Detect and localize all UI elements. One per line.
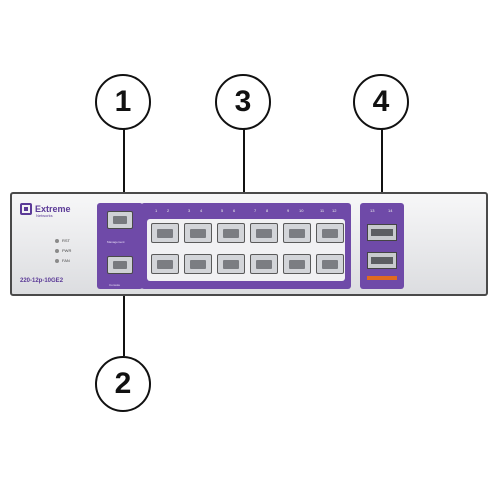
callout-4-leader	[381, 129, 383, 195]
port-number-label: 6	[233, 208, 236, 213]
port-number-label: 1	[155, 208, 158, 213]
ethernet-port-7	[250, 223, 278, 243]
ethernet-port-11	[316, 223, 344, 243]
brand-logo-icon	[20, 203, 32, 215]
management-port-label: Management	[107, 240, 125, 244]
console-port	[107, 256, 133, 274]
callout-1: 1	[95, 74, 151, 130]
sfp-13-label: 13	[370, 208, 375, 213]
callout-3: 3	[215, 74, 271, 130]
led-indicator-icon	[55, 258, 59, 263]
port-number-label: 10	[299, 208, 304, 213]
ethernet-port-block	[147, 219, 345, 281]
led-rst: RST	[55, 238, 70, 243]
port-number-label: 3	[188, 208, 191, 213]
ethernet-port-10	[283, 254, 311, 274]
ethernet-port-8	[250, 254, 278, 274]
led-label: FAN	[62, 258, 70, 263]
callout-2: 2	[95, 356, 151, 412]
callout-1-leader	[123, 129, 125, 195]
callout-4: 4	[353, 74, 409, 130]
ethernet-port-12	[316, 254, 344, 274]
port-number-label: 2	[167, 208, 170, 213]
port-number-label: 9	[287, 208, 290, 213]
led-fan: FAN	[55, 258, 70, 263]
ethernet-port-6	[217, 254, 245, 274]
port-number-label: 8	[266, 208, 269, 213]
sfp-port-14	[367, 252, 397, 269]
ethernet-port-1	[151, 223, 179, 243]
callout-4-number: 4	[372, 85, 390, 118]
callout-2-leader	[123, 296, 125, 356]
led-label: PWR	[62, 248, 72, 253]
callout-3-leader	[243, 129, 245, 195]
port-number-label: 7	[254, 208, 257, 213]
port-number-label: 11	[320, 208, 325, 213]
led-label: RST	[62, 238, 70, 243]
port-number-label: 12	[332, 208, 337, 213]
brand-logo: Extreme	[20, 203, 71, 215]
ethernet-port-2	[151, 254, 179, 274]
callout-1-number: 1	[114, 85, 132, 118]
ethernet-port-3	[184, 223, 212, 243]
ethernet-port-4	[184, 254, 212, 274]
led-indicator-icon	[55, 248, 59, 253]
callout-3-number: 3	[234, 85, 252, 118]
model-number: 220-12p-10GE2	[20, 278, 64, 284]
ethernet-port-9	[283, 223, 311, 243]
sfp-slot-indicator	[367, 276, 397, 280]
port-number-label: 5	[221, 208, 224, 213]
callout-2-number: 2	[114, 367, 132, 400]
brand-name: Extreme	[35, 203, 71, 214]
sfp-port-13	[367, 224, 397, 241]
console-port-label: Console	[109, 283, 121, 287]
brand-subtitle: Networks	[36, 213, 53, 218]
sfp-panel	[360, 203, 404, 289]
led-pwr: PWR	[55, 248, 71, 253]
management-port	[107, 211, 133, 229]
port-number-label: 4	[200, 208, 203, 213]
sfp-14-label: 14	[388, 208, 393, 213]
led-indicator-icon	[55, 238, 59, 243]
ethernet-port-5	[217, 223, 245, 243]
